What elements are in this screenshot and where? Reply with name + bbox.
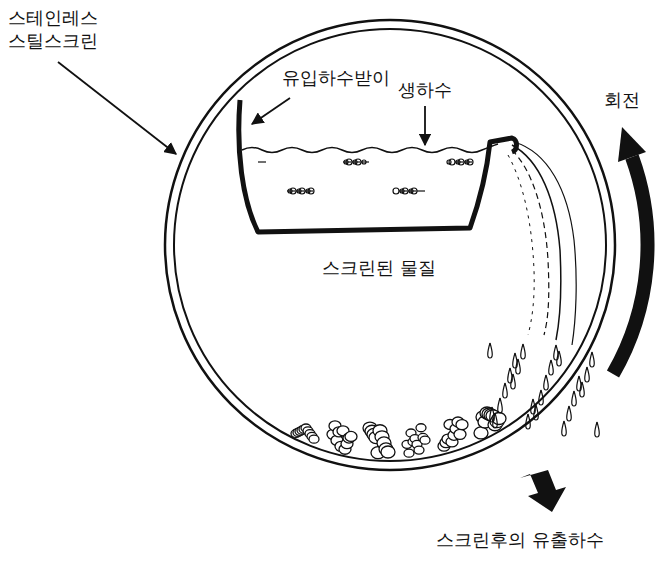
outflow-arrow — [520, 470, 566, 512]
water-droplet — [595, 422, 600, 437]
water-droplet — [513, 353, 518, 368]
leader-line — [58, 62, 176, 154]
water-dash — [296, 190, 304, 191]
raw-sewage-label: 생하수 — [398, 78, 452, 101]
water-dash — [399, 190, 407, 191]
water-dash — [343, 161, 351, 162]
screened-solid — [414, 446, 424, 454]
water-droplet — [585, 367, 590, 382]
water-droplet — [503, 383, 508, 398]
water-droplet — [526, 414, 531, 429]
water-droplet — [490, 407, 495, 422]
water-surface — [242, 144, 498, 153]
screen-drum-inner — [174, 29, 606, 461]
water-droplet — [498, 398, 503, 413]
rotation-label: 회전 — [604, 88, 640, 111]
solid-particle — [393, 188, 399, 194]
water-dash — [305, 190, 313, 191]
leader-line — [252, 98, 290, 124]
flow-stream — [508, 155, 534, 335]
water-droplet — [539, 390, 544, 405]
trough-label: 유입하수받이 — [282, 66, 390, 89]
screen-label: 스테인레스 스틸스크린 — [8, 6, 108, 53]
water-dash — [258, 161, 266, 162]
screened-solid — [416, 424, 426, 432]
water-dash — [464, 161, 472, 162]
water-droplet — [521, 344, 526, 359]
flow-stream — [514, 142, 576, 345]
water-droplet — [572, 391, 577, 406]
screen-drum-outer — [165, 20, 615, 470]
water-droplet — [531, 399, 536, 414]
screened-solid — [454, 429, 466, 439]
water-dash — [361, 161, 369, 162]
water-droplet — [544, 375, 549, 390]
water-dash — [287, 190, 295, 191]
water-dash — [408, 190, 416, 191]
screened-solid — [474, 427, 488, 439]
water-droplet — [562, 421, 567, 436]
screened-solid — [404, 449, 414, 457]
screened-solid — [309, 435, 319, 443]
flow-stream — [512, 150, 549, 335]
water-dash — [352, 161, 360, 162]
water-droplet — [508, 368, 513, 383]
screened-solid — [420, 436, 430, 444]
water-droplet — [549, 360, 554, 375]
screened-material-label: 스크린된 물질 — [322, 256, 436, 279]
water-droplet — [577, 376, 582, 391]
screened-solid — [456, 420, 468, 430]
rotation-arrow — [613, 157, 648, 374]
water-dash — [455, 161, 463, 162]
rotation-arrowhead — [618, 127, 646, 162]
water-droplet — [554, 345, 559, 360]
leader-line — [424, 106, 426, 145]
screened-solid — [381, 446, 395, 458]
outflow-label: 스크린후의 유출하수 — [436, 528, 604, 551]
water-droplet — [567, 406, 572, 421]
solid-particle — [447, 160, 451, 164]
water-droplet — [488, 343, 493, 358]
water-droplet — [590, 352, 595, 367]
water-dash — [417, 190, 425, 191]
screened-solid — [345, 431, 357, 441]
inlet-trough — [239, 100, 517, 232]
